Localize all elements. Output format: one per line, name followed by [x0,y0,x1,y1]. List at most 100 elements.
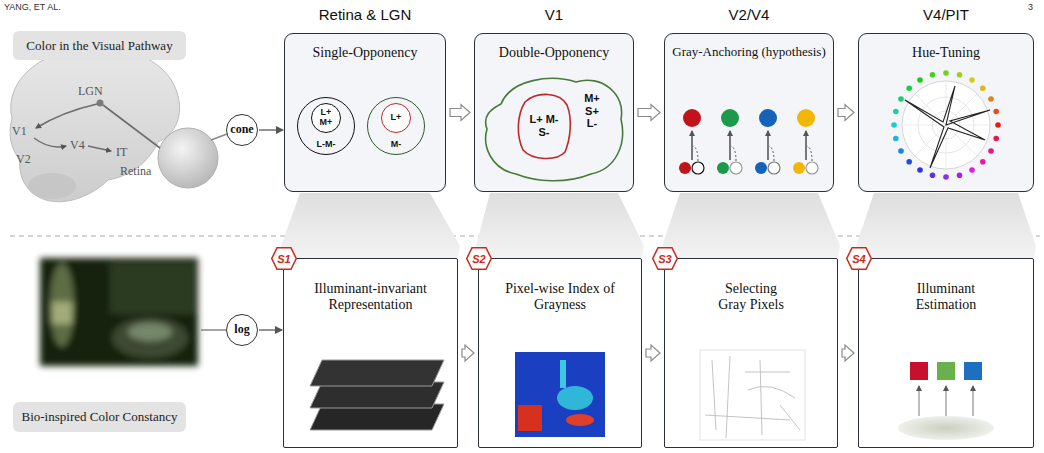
gray-input [730,162,742,174]
leader-line [211,134,227,140]
badge-hexagon [272,248,297,270]
photo-ground [40,258,198,366]
pool-arrow [972,386,973,416]
node-text: L+ [391,113,402,123]
anatomy-label: LGN [78,84,103,99]
brain-outline [10,47,180,201]
hue-dot [906,159,912,165]
node-text: S2 [472,253,485,265]
hue-dot [891,122,897,128]
tuning-curve [905,86,990,168]
label-anchor: IT [116,145,127,160]
stage-circle: cone [226,114,258,146]
projection-shade [662,193,840,258]
node-text: log [234,323,249,336]
flow-arrow [259,329,282,330]
eye-ball [158,128,218,188]
leader-line [201,329,226,331]
anchor-link [693,146,698,161]
illuminant-blue [964,362,982,380]
box-fill [283,258,458,448]
shape-outline [481,74,627,184]
anchor-link [807,146,812,161]
anchor-arrow [767,131,768,160]
label-anchor: V2 [16,152,31,167]
box-fill [474,33,634,192]
optic-pathway [103,105,160,148]
node-text: Illuminant-invariant Representation [305,281,437,313]
step-badge: S3 [652,247,678,270]
anatomy-label: V4 [70,138,85,153]
hue-dot [988,96,994,102]
box-fill [664,258,838,448]
stage-circle: log [226,314,258,346]
node-text: Hue-Tuning [859,45,1033,61]
hue-dot [993,109,999,115]
anchor-link [769,146,774,161]
hue-dot [943,174,949,180]
color-input [679,162,691,174]
projection-shade [281,193,460,258]
hue-dot [893,109,899,115]
color-unit [721,109,739,127]
hue-dot [917,77,923,83]
receptive-field: M-L+ [367,97,425,155]
node-text: S1 [277,253,290,265]
hue-dot [893,136,899,142]
gray-input [806,162,818,174]
label-anchor: V4 [70,138,85,153]
log-channel-layer [310,360,444,386]
hollow-arrow [838,105,854,121]
label-anchor: 3 [1028,2,1033,12]
label-anchor: LGN [78,84,103,99]
hue-dot [943,70,949,76]
anchor-arrow [729,131,730,160]
node-text: Pixel-wise Index of Grayness [505,281,615,313]
stage-box: V2/V4Gray-Anchoring (hypothesis) [664,33,834,192]
polar-spokes [902,81,990,169]
receptive-field-surround: M+ S+ L- L+ M-S- [481,74,627,184]
gray-input [692,162,704,174]
pool-arrow [945,386,946,416]
node-text: Bio-inspired Color Constancy [22,409,178,425]
hue-dot [969,77,975,83]
node-text: S3 [658,253,671,265]
gray-input [768,162,780,174]
page-header: YANG, ET AL. [4,2,61,12]
node-text: Illuminant Estimation [905,281,987,313]
hollow-arrow [450,105,470,121]
hollow-arrow [638,105,660,121]
pathway-arrow [34,138,66,147]
badge-hexagon [653,248,678,270]
node-text: M+ S+ L- [581,92,603,130]
cerebellum [28,173,76,199]
label-box: Color in the Visual Pathway [13,31,186,60]
pool-arrow [918,386,919,416]
node-text: Gray-Anchoring (hypothesis) [665,45,833,60]
receptive-field: L-M-L+ M+ [297,97,355,155]
node-text: cone [230,123,253,136]
flow-arrow [259,129,283,130]
photo-bottle-label [52,302,72,324]
photo-iron-top [128,323,172,341]
polar-plot [902,81,990,169]
grayness-hot-area [518,405,542,431]
hue-dot [930,172,936,178]
box-fill [478,258,642,448]
node-text: Single-Opponency [285,45,445,61]
hue-dot [993,136,999,142]
hue-dot [980,159,986,165]
stage-circle: L+ M+ [311,103,341,133]
receptive-field-center: L+ M-S- [515,90,573,162]
node-text: S4 [852,253,865,265]
grayness-mid-area [560,360,566,388]
anatomy-label: V2 [16,152,31,167]
badge-hexagon [467,248,492,270]
stage-heading: V2/V4 [665,5,833,25]
hue-dot [957,72,963,78]
hue-dot [930,72,936,78]
